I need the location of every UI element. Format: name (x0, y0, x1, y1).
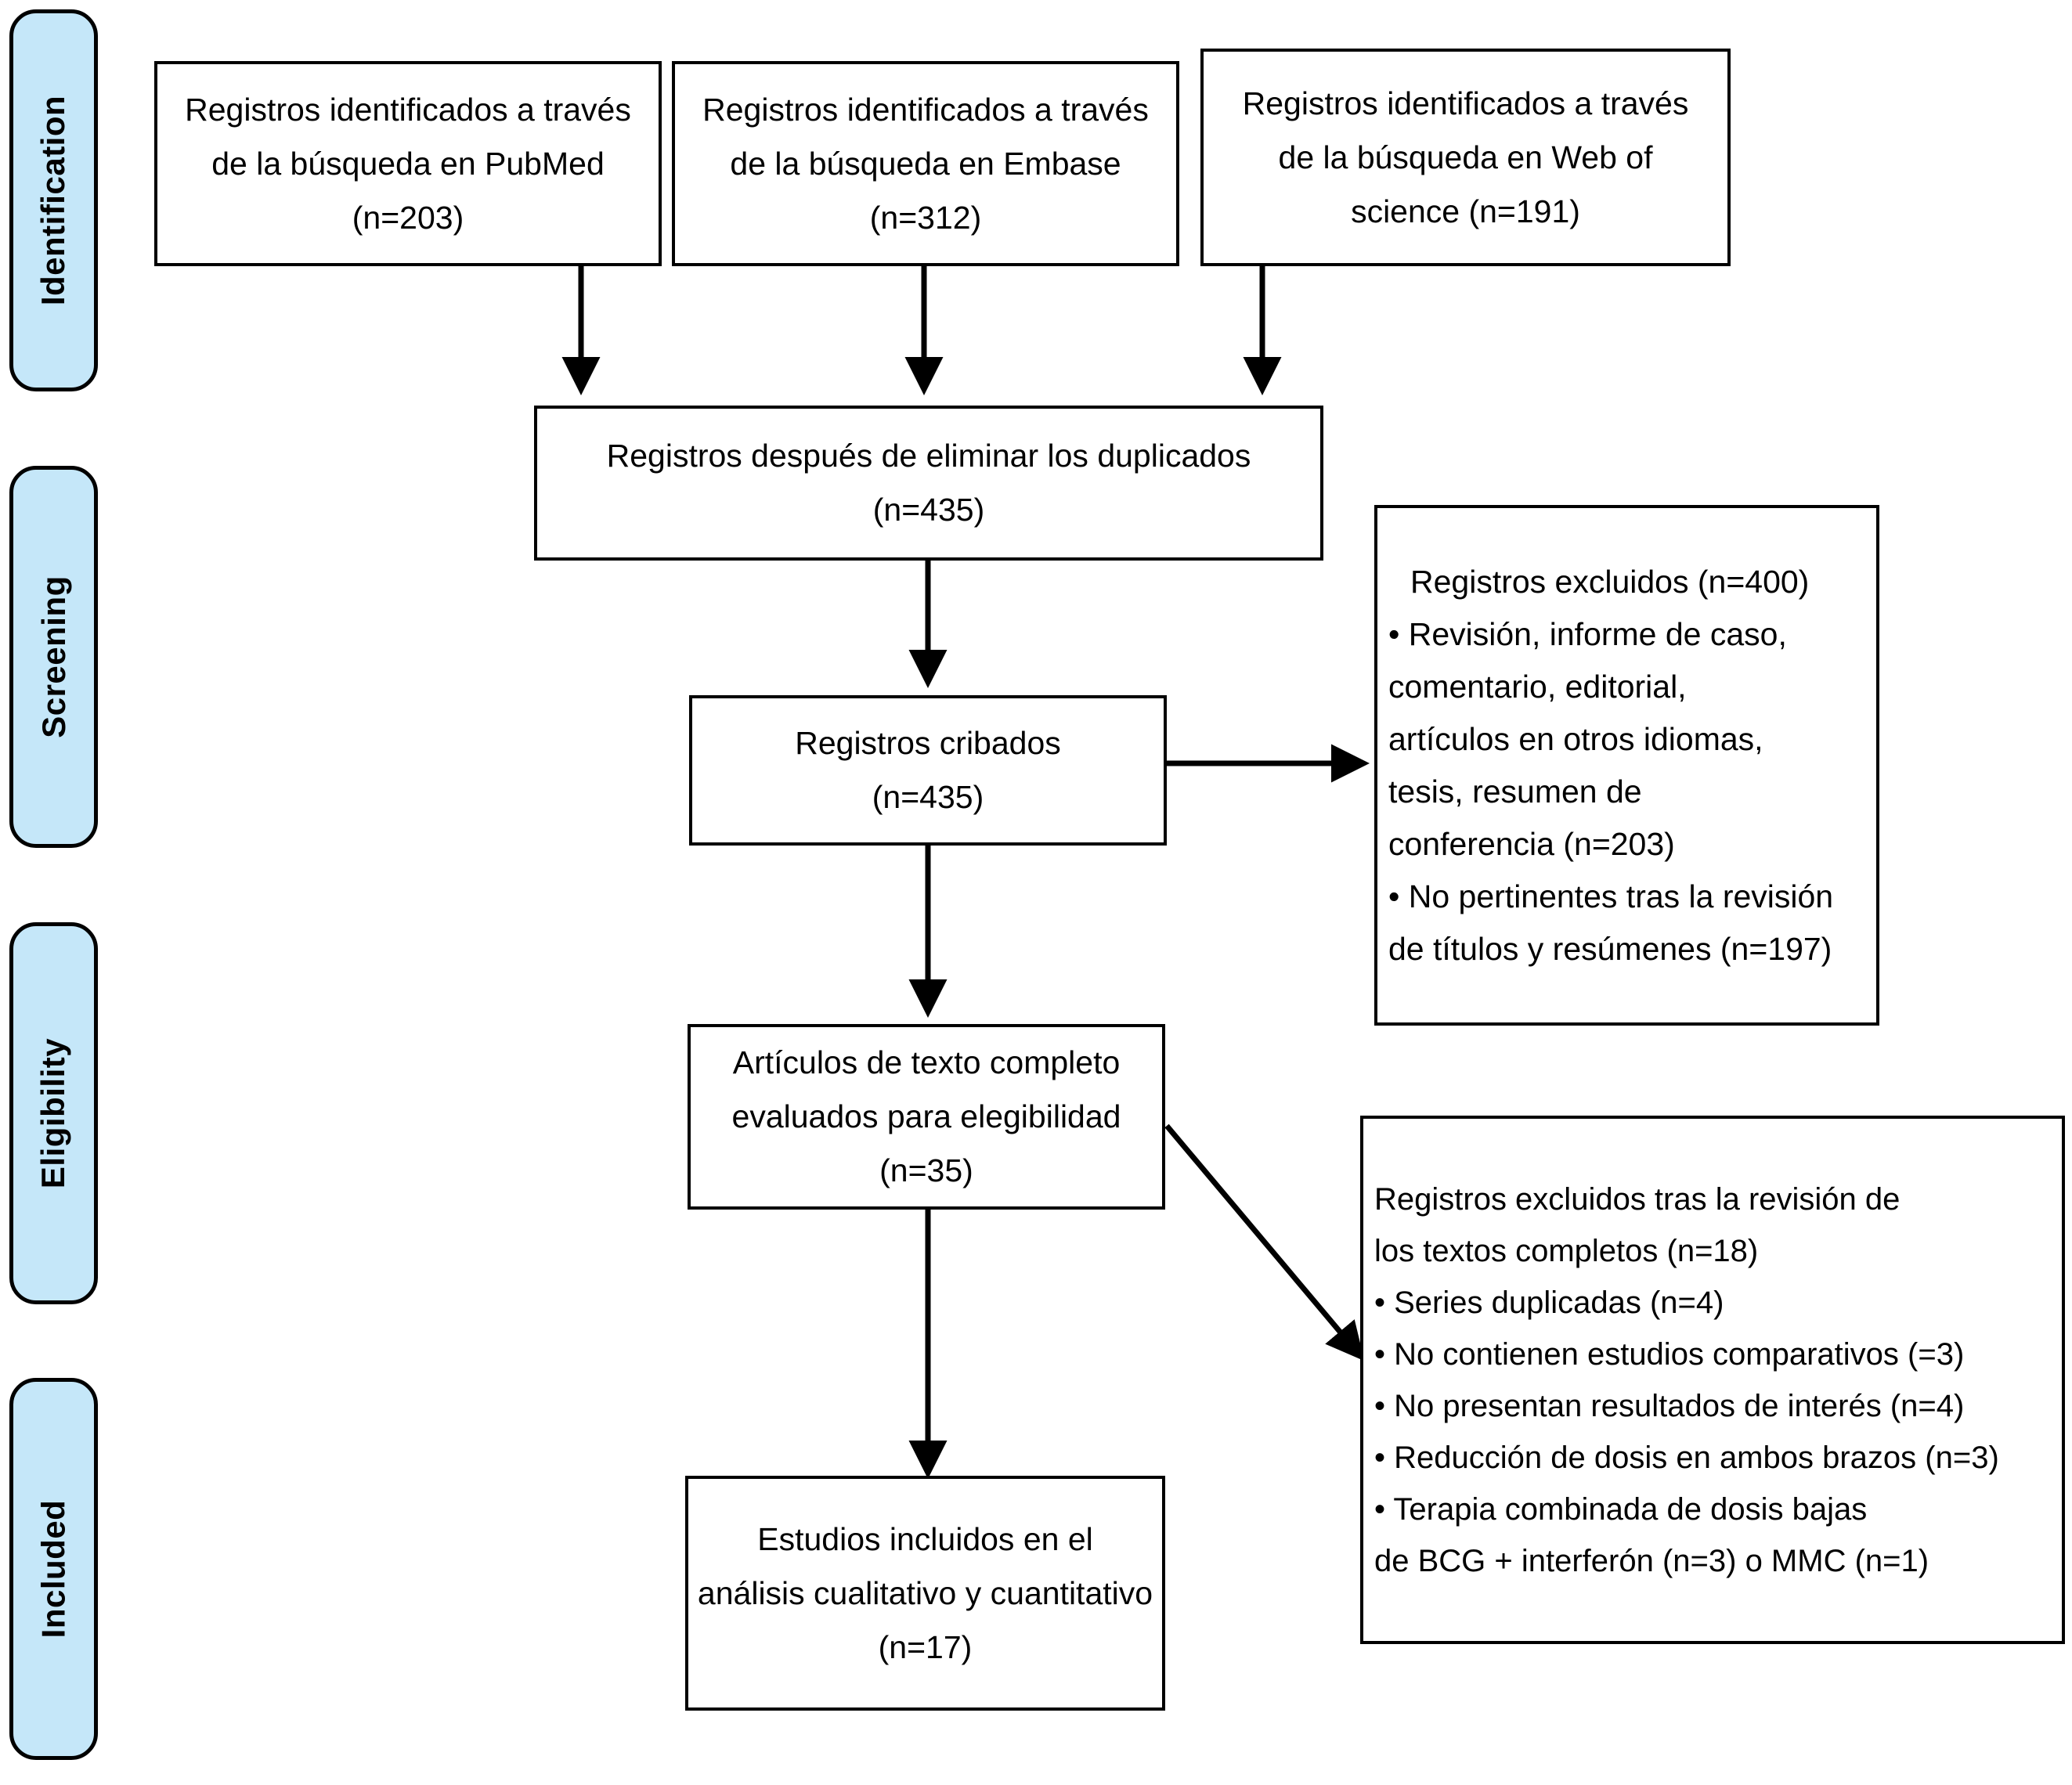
stage-tab-screening-label: Screening (34, 575, 72, 738)
box-included-count: (n=17) (878, 1628, 973, 1665)
box-records-after-duplicates-removed[interactable]: Registros después de eliminar los duplic… (534, 406, 1323, 561)
excluded-screening-item1-line4: tesis, resumen de (1388, 773, 1642, 810)
box-fulltext-line2: evaluados para elegibilidad (731, 1098, 1121, 1134)
stage-tab-identification[interactable]: Identification (9, 9, 98, 391)
excluded-fulltext-item5-line2: de BCG + interferón (n=3) o MMC (n=1) (1374, 1543, 1929, 1578)
box-dedup-line1: Registros después de eliminar los duplic… (606, 438, 1251, 474)
excluded-fulltext-item3: • No presentan resultados de interés (n=… (1374, 1388, 1965, 1423)
box-records-pubmed-line2: de la búsqueda en PubMed (211, 145, 605, 182)
stage-tab-identification-label: Identification (34, 95, 72, 306)
box-included-line1: Estudios incluidos en el (757, 1520, 1093, 1557)
stage-tab-screening[interactable]: Screening (9, 466, 98, 848)
excluded-screening-heading: Registros excluidos (n=400) (1410, 563, 1810, 600)
box-screened-count: (n=435) (872, 779, 984, 815)
box-records-embase-line2: de la búsqueda en Embase (730, 145, 1121, 182)
box-records-pubmed-count: (n=203) (352, 199, 464, 236)
box-records-embase-count: (n=312) (869, 199, 982, 236)
excluded-screening-item2-line2: de títulos y resúmenes (n=197) (1388, 930, 1832, 967)
excluded-fulltext-item2: • No contienen estudios comparativos (=3… (1374, 1336, 1965, 1372)
excluded-screening-item2-line1: • No pertinentes tras la revisión (1388, 878, 1834, 914)
box-included-line2: análisis cualitativo y cuantitativo (697, 1574, 1153, 1611)
box-records-embase[interactable]: Registros identificados a través de la b… (672, 61, 1179, 266)
stage-tab-eligibility[interactable]: Eligibility (9, 922, 98, 1304)
excluded-screening-item1-line5: conferencia (n=203) (1388, 825, 1675, 862)
excluded-screening-item1-line2: comentario, editorial, (1388, 668, 1687, 705)
box-records-excluded-fulltext[interactable]: Registros excluidos tras la revisión de … (1360, 1116, 2065, 1644)
box-records-wos-count: science (n=191) (1351, 193, 1580, 229)
excluded-fulltext-heading-line2: los textos completos (n=18) (1374, 1233, 1759, 1268)
box-records-embase-line1: Registros identificados a través (702, 91, 1149, 128)
box-records-wos-line2: de la búsqueda en Web of (1278, 139, 1653, 175)
box-fulltext-count: (n=35) (879, 1152, 973, 1188)
box-records-pubmed-line1: Registros identificados a través (185, 91, 631, 128)
stage-tab-eligibility-label: Eligibility (34, 1037, 72, 1189)
excluded-fulltext-item1: • Series duplicadas (n=4) (1374, 1285, 1724, 1320)
stage-tab-included[interactable]: Included (9, 1378, 98, 1760)
box-studies-included[interactable]: Estudios incluidos en el análisis cualit… (685, 1476, 1165, 1711)
arrow-fulltext-to-excluded (1164, 1123, 1365, 1361)
excluded-screening-item1-line1: • Revisión, informe de caso, (1388, 615, 1787, 652)
box-screened-line1: Registros cribados (795, 725, 1061, 761)
box-records-web-of-science[interactable]: Registros identificados a través de la b… (1200, 49, 1731, 266)
box-records-screened[interactable]: Registros cribados (n=435) (689, 695, 1167, 846)
box-records-excluded-screening[interactable]: Registros excluidos (n=400) • Revisión, … (1374, 505, 1879, 1026)
box-fulltext-line1: Artículos de texto completo (732, 1044, 1121, 1080)
excluded-fulltext-heading-line1: Registros excluidos tras la revisión de (1374, 1181, 1901, 1217)
box-records-pubmed[interactable]: Registros identificados a través de la b… (154, 61, 662, 266)
excluded-fulltext-item4: • Reducción de dosis en ambos brazos (n=… (1374, 1440, 1999, 1475)
excluded-fulltext-item5-line1: • Terapia combinada de dosis bajas (1374, 1491, 1868, 1527)
excluded-screening-item1-line3: artículos en otros idiomas, (1388, 720, 1763, 757)
box-records-wos-line1: Registros identificados a través (1242, 85, 1689, 121)
box-fulltext-assessed[interactable]: Artículos de texto completo evaluados pa… (688, 1024, 1165, 1210)
box-dedup-count: (n=435) (872, 492, 985, 528)
stage-tab-included-label: Included (34, 1499, 72, 1639)
